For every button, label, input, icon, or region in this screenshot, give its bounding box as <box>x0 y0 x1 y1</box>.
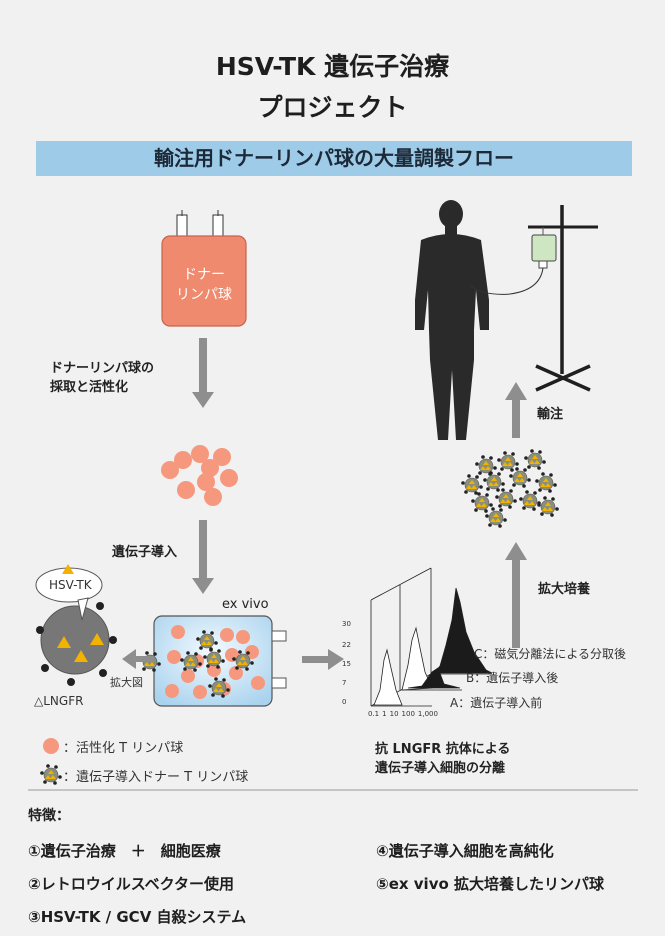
patient-silhouette-icon <box>415 200 489 440</box>
culture-flask-icon <box>138 615 287 707</box>
iv-stand-icon <box>469 205 598 392</box>
step-expand-label: 拡大培養 <box>538 582 591 597</box>
legend-activated-label: ：活性化 T リンパ球 <box>63 741 184 756</box>
blood-bag-icon <box>161 210 247 327</box>
features-title: 特徴： <box>28 808 70 824</box>
step-transduce-label: 遺伝子導入 <box>112 545 178 560</box>
ex-vivo-label: ex vivo <box>222 597 269 612</box>
feature-5: ⑤ex vivo 拡大培養したリンパ球 <box>376 875 604 893</box>
arrow-left-zoom <box>122 649 154 669</box>
histogram-chart <box>370 567 493 707</box>
hist-label-a: A：遺伝子導入前 <box>450 696 543 710</box>
arrow-up-infusion <box>505 382 527 438</box>
feature-2: ②レトロウイルスベクター使用 <box>28 875 235 893</box>
step-infusion-label: 輸注 <box>537 407 564 422</box>
flow-banner: 輸注用ドナーリンパ球の大量調製フロー <box>36 141 632 176</box>
zoomed-cell-icon <box>35 564 117 686</box>
zoom-label: 拡大図 <box>110 676 143 689</box>
arrow-up-expand <box>505 542 527 648</box>
lngfr-label: △LNGFR <box>34 694 84 708</box>
separation-label: 抗 LNGFR 抗体による 遺伝子導入細胞の分離 <box>375 742 511 776</box>
hsv-tk-label: HSV-TK <box>49 578 92 592</box>
feature-1: ①遺伝子治療 ＋ 細胞医療 <box>28 842 221 860</box>
arrow-down-2 <box>192 520 214 594</box>
activated-cells-cluster <box>161 445 238 506</box>
arrow-down-1 <box>192 338 214 408</box>
legend-transduced-icon <box>39 763 63 786</box>
title-line-2: プロジェクト <box>257 93 408 122</box>
bag-label: ドナー リンパ球 <box>176 267 232 303</box>
hist-label-b: B：遺伝子導入後 <box>466 671 559 685</box>
step-collect-label: ドナーリンパ球の 採取と活性化 <box>50 361 155 395</box>
hist-yticks: 30 22 15 7 0 <box>342 620 351 706</box>
feature-4: ④遺伝子導入細胞を高純化 <box>376 842 554 860</box>
arrow-right-histogram <box>302 649 344 670</box>
legend-activated-icon <box>43 738 59 754</box>
hist-label-c: C：磁気分離法による分取後 <box>474 647 627 661</box>
legend-transduced-label: ：遺伝子導入ドナー T リンパ球 <box>63 770 249 785</box>
feature-3: ③HSV-TK / GCV 自殺システム <box>28 908 247 926</box>
title-line-1: HSV-TK 遺伝子治療 <box>215 52 450 81</box>
expanded-cells-cluster <box>460 448 560 529</box>
